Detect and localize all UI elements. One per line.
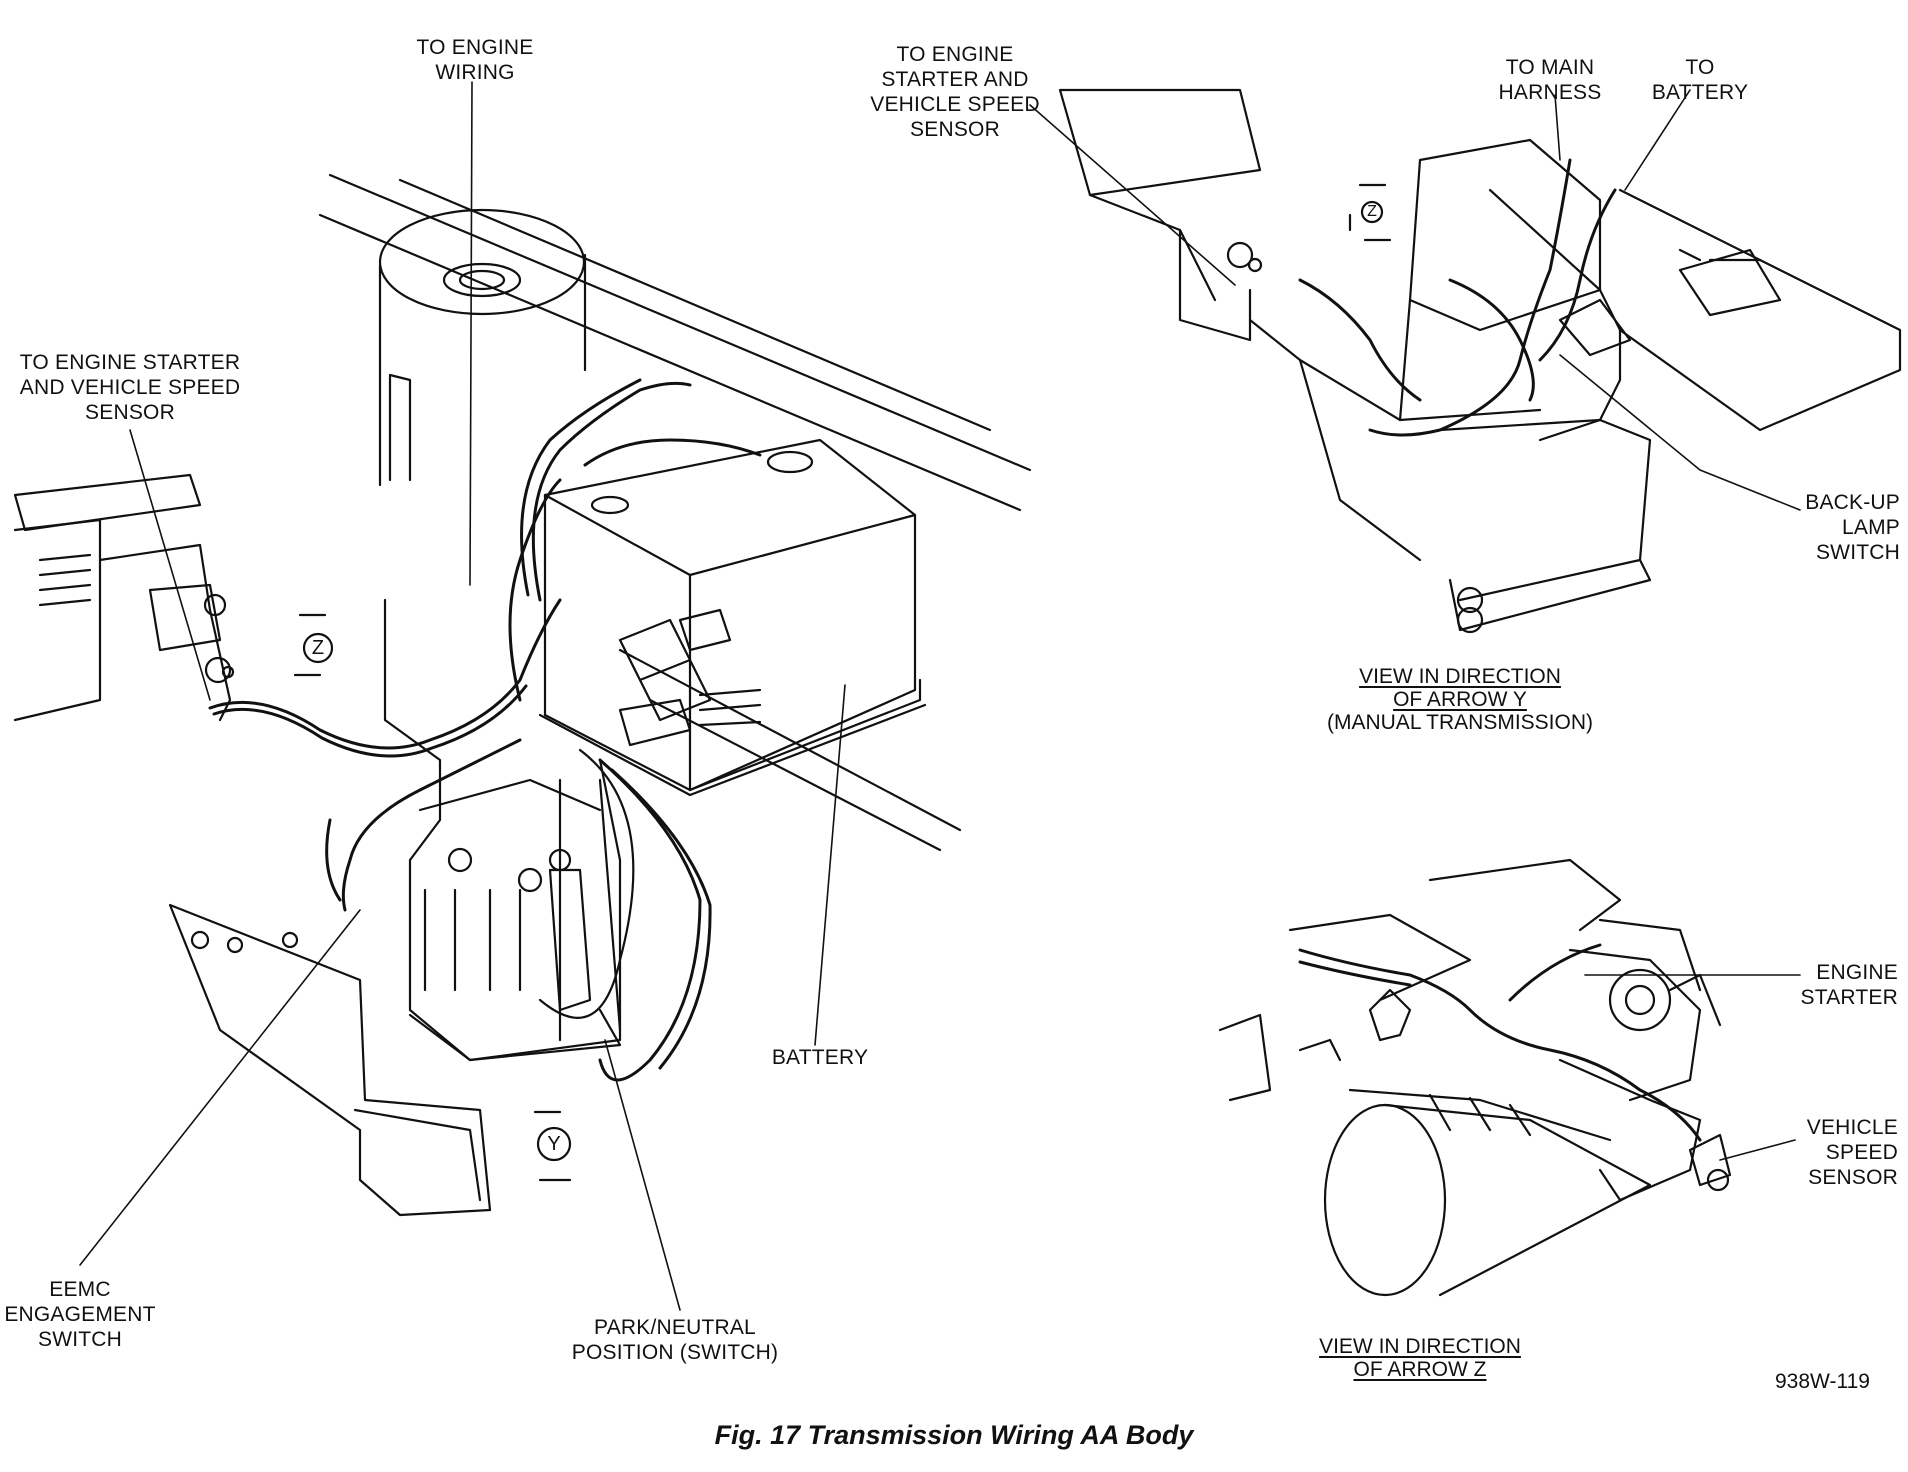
label-back-up-lamp-switch: BACK-UP LAMP SWITCH (1805, 491, 1900, 564)
wiring-harness (208, 378, 762, 1082)
label-battery: BATTERY (771, 1046, 869, 1069)
caption-view-arrow-y-line1: VIEW IN DIRECTION (1359, 665, 1561, 688)
caption-view-arrow-y: VIEW IN DIRECTION OF ARROW Y (MANUAL TRA… (1310, 665, 1610, 734)
label-to-main-harness: TO MAIN HARNESS (1498, 56, 1602, 104)
air-cleaner (378, 208, 587, 487)
inset-view-arrow-z (1218, 858, 1732, 1297)
arrow-y-letter: Y (547, 1133, 561, 1155)
label-to-engine-starter-left: TO ENGINE STARTER AND VEHICLE SPEED SENS… (19, 351, 241, 424)
arrow-z-marker (293, 613, 334, 677)
harness-connectors (618, 608, 762, 747)
label-vehicle-speed-sensor: VEHICLE SPEED SENSOR (1806, 1116, 1898, 1189)
caption-view-arrow-z-line1: VIEW IN DIRECTION (1319, 1335, 1521, 1358)
figure-code: 938W-119 (1775, 1370, 1870, 1393)
label-park-neutral-switch: PARK/NEUTRAL POSITION (SWITCH) (571, 1316, 779, 1364)
caption-view-arrow-y-line3: (MANUAL TRANSMISSION) (1326, 711, 1594, 734)
label-engine-starter: ENGINE STARTER (1800, 961, 1898, 1009)
arrow-z-letter-inset: Z (1367, 203, 1377, 220)
figure-caption: Fig. 17 Transmission Wiring AA Body (714, 1420, 1194, 1450)
caption-view-arrow-z-line2: OF ARROW Z (1353, 1358, 1487, 1381)
label-to-battery: TO BATTERY (1651, 56, 1749, 104)
leader-lines (79, 81, 1801, 1311)
transmission-housing (168, 598, 635, 1217)
label-to-engine-wiring: TO ENGINE WIRING (416, 36, 534, 84)
main-engine-bay-view (13, 173, 1032, 1217)
caption-view-arrow-z: VIEW IN DIRECTION OF ARROW Z (1300, 1335, 1540, 1381)
battery (538, 438, 927, 797)
caption-view-arrow-y-line2: OF ARROW Y (1393, 688, 1527, 711)
label-to-engine-starter-right: TO ENGINE STARTER AND VEHICLE SPEED SENS… (870, 43, 1040, 141)
engine-block (13, 473, 235, 722)
arrow-y-marker (533, 1110, 572, 1182)
label-eemc-engagement-switch: EEMC ENGAGEMENT SWITCH (4, 1278, 156, 1351)
inset-view-arrow-y (1058, 88, 1902, 634)
arrow-z-letter-main: Z (311, 637, 325, 659)
